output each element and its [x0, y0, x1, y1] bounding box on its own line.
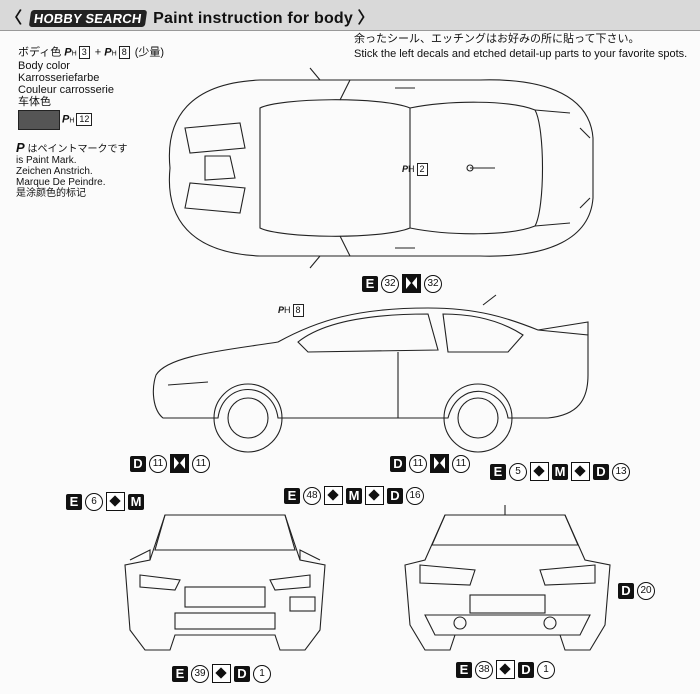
metal-mark-icon [324, 486, 343, 505]
small-amount: (少量) [134, 46, 165, 59]
metal-mark-icon [365, 486, 384, 505]
bracket-open: 〈 [6, 10, 23, 27]
body-color-de: Karrosseriefarbe [18, 72, 100, 85]
body-color-swatch [18, 110, 60, 130]
paint-mark-icon: P [64, 46, 72, 59]
car-side-view [152, 294, 589, 453]
callout-right-wheel: D 11 11 [390, 454, 470, 473]
hobby-search-logo: HOBBY SEARCH [28, 10, 147, 27]
callout-left-wheel: D 11 11 [130, 454, 210, 473]
paint-code-a: 3 [78, 46, 90, 59]
instruction-jp: 余ったシール、エッチングはお好みの所に貼って下さい。 [354, 33, 640, 45]
swatch-code-number: 12 [76, 113, 93, 126]
metal-mark-icon [530, 462, 549, 481]
plus-sign: + [94, 46, 102, 59]
instruction-note: 余ったシール、エッチングはお好みの所に貼って下さい。 Stick the lef… [354, 32, 687, 62]
paint-code-b: 8 [118, 46, 130, 59]
bracket-close: 〉 [357, 10, 374, 27]
metal-mark-icon [212, 664, 231, 683]
page-title: 〈 HOBBY SEARCH Paint instruction for bod… [6, 4, 374, 28]
decal-mark-icon [402, 274, 421, 293]
metal-mark-icon [106, 492, 125, 511]
paint-note-jp: はペイントマークです [27, 144, 128, 155]
metal-mark-icon [496, 660, 515, 679]
title-text: Paint instruction for body [153, 10, 354, 27]
callout-middle: E 48 M D 16 [284, 486, 424, 505]
body-color-jp: ボディ色 [18, 46, 62, 59]
paint-mark-icon: P [104, 46, 112, 59]
body-color-fr: Couleur carrosserie [18, 84, 114, 97]
paint-symbol: P [16, 140, 25, 155]
paint-note-cn: 是涂颜色的标记 [16, 188, 86, 199]
paint-note-en: is Paint Mark. [16, 155, 77, 166]
callout-rear-side: D 20 [618, 582, 655, 600]
callout-rear-bottom: E 38 D 1 [456, 660, 555, 679]
body-color-cn: 车体色 [18, 96, 51, 109]
metal-mark-icon [571, 462, 590, 481]
decal-mark-icon [430, 454, 449, 473]
header-bar: 〈 HOBBY SEARCH Paint instruction for bod… [0, 0, 700, 31]
callout-front-bottom: E 39 D 1 [172, 664, 271, 683]
car-rear-view [404, 505, 611, 651]
instruction-en: Stick the left decals and etched detail-… [354, 48, 688, 60]
car-front-view [124, 514, 326, 651]
callout-top: E 32 32 [362, 274, 442, 293]
body-color-en: Body color [18, 60, 70, 73]
callout-front-top: E 6 M [66, 492, 144, 511]
decal-mark-icon [170, 454, 189, 473]
paint-mark-note: P はペイントマークです is Paint Mark. Zeichen Anst… [16, 140, 128, 199]
callout-rear-top: E 5 M D 13 [490, 462, 630, 481]
paint-note-de: Zeichen Anstrich. [16, 166, 93, 177]
paint-note-fr: Marque De Peindre. [16, 177, 106, 188]
car-top-view [168, 67, 594, 269]
